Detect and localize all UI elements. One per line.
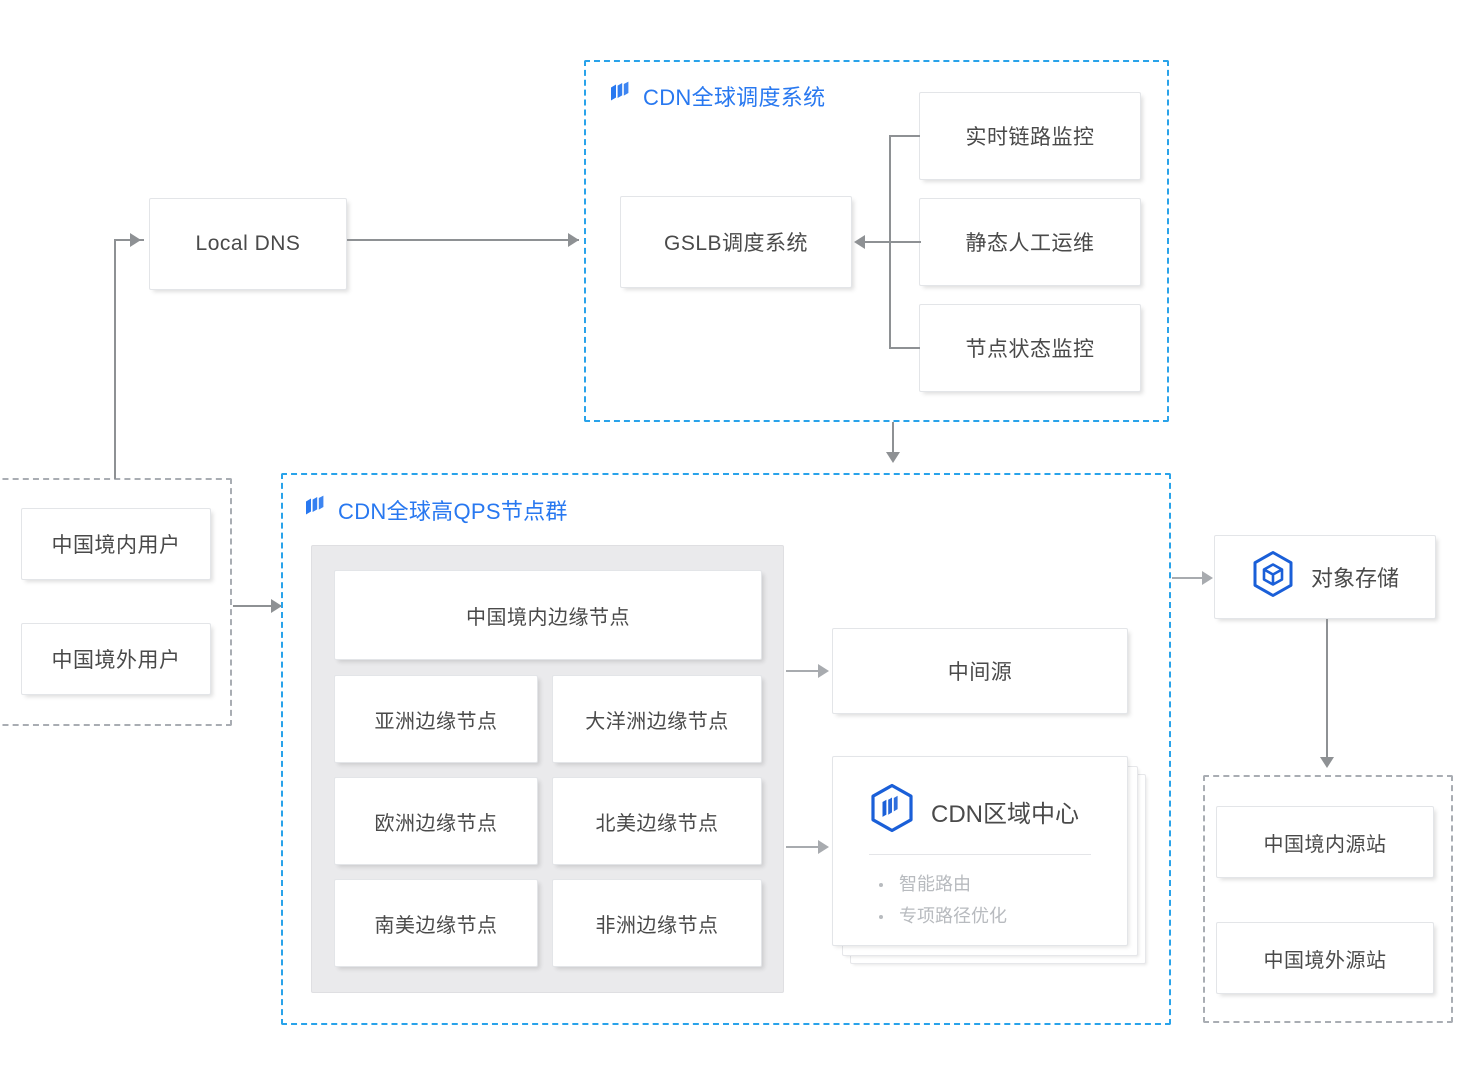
user-box-overseas-label: 中国境外用户 — [51, 649, 181, 672]
arrow-inputs-to-gslb — [854, 235, 865, 249]
edge-node-asia-label: 亚洲边缘节点 — [374, 710, 498, 733]
connector-link-monitor-stub — [889, 135, 920, 137]
regional-center-header: CDN区域中心 — [859, 777, 1101, 854]
local-dns-label: Local DNS — [195, 232, 301, 255]
origin-box-overseas-label: 中国境外源站 — [1263, 949, 1387, 972]
edge-node-south-america[interactable]: 南美边缘节点 — [334, 879, 538, 967]
scheduling-system-region — [584, 60, 1169, 422]
arrow-nodes-to-regional-center — [818, 840, 829, 854]
connector-nodes-to-regional-center — [786, 846, 824, 848]
edge-node-north-america-label: 北美边缘节点 — [595, 812, 719, 835]
arrow-dns-to-scheduling — [568, 233, 579, 247]
scheduling-input-manual-ops[interactable]: 静态人工运维 — [919, 198, 1141, 286]
regional-center-feature-list: 智能路由 专项路径优化 — [859, 869, 1101, 932]
node-group-title-label: CDN全球高QPS节点群 — [338, 499, 568, 524]
gslb-box[interactable]: GSLB调度系统 — [620, 196, 852, 288]
edge-node-europe-label: 欧洲边缘节点 — [374, 812, 498, 835]
user-box-overseas[interactable]: 中国境外用户 — [21, 623, 211, 695]
origin-box-domestic-label: 中国境内源站 — [1263, 833, 1387, 856]
origin-region — [1203, 775, 1453, 1023]
scheduling-input-manual-ops-label: 静态人工运维 — [965, 232, 1095, 255]
edge-node-africa[interactable]: 非洲边缘节点 — [552, 879, 762, 967]
arrow-nodes-to-midsource — [818, 664, 829, 678]
scheduling-system-title-label: CDN全球调度系统 — [643, 85, 826, 110]
connector-scheduling-to-nodegroup — [892, 422, 894, 460]
user-box-domestic-label: 中国境内用户 — [51, 534, 181, 557]
edge-node-africa-label: 非洲边缘节点 — [595, 914, 719, 937]
connector-nodegroup-to-object-storage — [1172, 577, 1208, 579]
regional-center-divider — [869, 854, 1091, 855]
connector-inputs-to-gslb — [865, 241, 921, 243]
connector-users-to-nodegroup — [233, 605, 281, 607]
regional-center-title: CDN区域中心 — [931, 801, 1079, 828]
mid-source-label: 中间源 — [947, 661, 1013, 684]
connector-dns-to-scheduling — [347, 239, 579, 241]
connector-storage-to-origin — [1326, 619, 1328, 765]
mid-source-box[interactable]: 中间源 — [832, 628, 1128, 714]
regional-center-stack: CDN区域中心 智能路由 专项路径优化 — [832, 756, 1152, 968]
object-storage-box[interactable]: 对象存储 — [1214, 535, 1436, 619]
edge-node-china[interactable]: 中国境内边缘节点 — [334, 570, 762, 660]
scheduling-input-link-monitor[interactable]: 实时链路监控 — [919, 92, 1141, 180]
cdn-logo-icon — [608, 80, 634, 112]
node-group-region — [281, 473, 1171, 1025]
arrow-to-local-dns — [130, 233, 141, 247]
regional-center-card[interactable]: CDN区域中心 智能路由 专项路径优化 — [832, 756, 1128, 946]
edge-node-china-label: 中国境内边缘节点 — [466, 606, 630, 629]
origin-box-domestic[interactable]: 中国境内源站 — [1216, 806, 1434, 878]
scheduling-input-link-monitor-label: 实时链路监控 — [965, 126, 1095, 149]
connector-nodes-to-midsource — [786, 670, 824, 672]
arrow-nodegroup-to-object-storage — [1202, 571, 1213, 585]
object-storage-hex-icon — [1251, 550, 1295, 604]
connector-users-to-dns-vertical — [114, 239, 116, 479]
arrow-users-to-nodegroup — [271, 599, 282, 613]
local-dns-box[interactable]: Local DNS — [149, 198, 347, 290]
scheduling-input-node-status[interactable]: 节点状态监控 — [919, 304, 1141, 392]
edge-node-south-america-label: 南美边缘节点 — [374, 914, 498, 937]
edge-node-oceania-label: 大洋洲边缘节点 — [585, 710, 729, 733]
scheduling-input-node-status-label: 节点状态监控 — [965, 338, 1095, 361]
origin-box-overseas[interactable]: 中国境外源站 — [1216, 922, 1434, 994]
edge-node-asia[interactable]: 亚洲边缘节点 — [334, 675, 538, 763]
scheduling-system-title: CDN全球调度系统 — [608, 80, 825, 112]
arrow-scheduling-to-nodegroup — [886, 452, 900, 463]
arrow-storage-to-origin — [1320, 757, 1334, 768]
gslb-label: GSLB调度系统 — [663, 232, 809, 255]
edge-node-oceania[interactable]: 大洋洲边缘节点 — [552, 675, 762, 763]
cdn-logo-icon — [303, 494, 329, 526]
connector-node-status-stub — [889, 347, 920, 349]
node-group-title: CDN全球高QPS节点群 — [303, 494, 568, 526]
connector-users-to-dns-horizontal — [114, 239, 144, 241]
users-region — [0, 478, 232, 726]
regional-center-feature-item: 智能路由 — [877, 869, 1101, 901]
user-box-domestic[interactable]: 中国境内用户 — [21, 508, 211, 580]
object-storage-label: 对象存储 — [1310, 566, 1399, 591]
regional-center-feature-item: 专项路径优化 — [877, 901, 1101, 933]
edge-node-north-america[interactable]: 北美边缘节点 — [552, 777, 762, 865]
cdn-hex-icon — [869, 783, 915, 840]
edge-node-europe[interactable]: 欧洲边缘节点 — [334, 777, 538, 865]
